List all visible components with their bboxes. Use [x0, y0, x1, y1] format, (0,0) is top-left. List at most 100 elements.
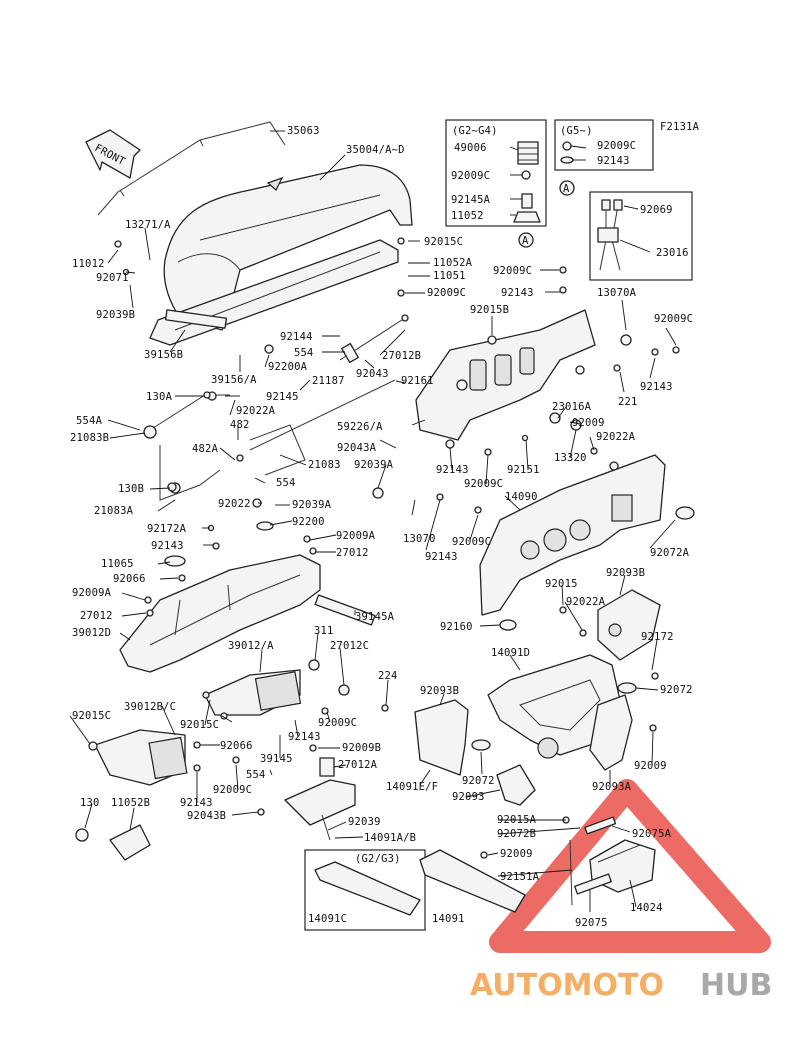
label-92022a-b: 92022A: [596, 431, 636, 443]
label-27012: 27012: [336, 547, 369, 559]
label-92172a: 92172A: [147, 523, 187, 535]
label-21083b: 21083B: [70, 432, 109, 444]
bolt-92009c-g5: [562, 141, 572, 151]
label-130: 130: [80, 797, 100, 809]
cap-11065: [164, 555, 186, 567]
label-13271: 13271/A: [125, 219, 171, 231]
glove-lid-39012a: [204, 669, 302, 716]
label-92015: 92015: [545, 578, 578, 590]
label-92039b: 92039B: [96, 309, 135, 321]
label-92043b: 92043B: [187, 810, 226, 822]
label-92009-b: 92009: [634, 760, 667, 772]
label-554-a: 554: [294, 347, 314, 359]
panel-14091ab: [284, 779, 356, 826]
label-14091ef: 14091E/F: [386, 781, 438, 793]
grommet-92072: [617, 682, 637, 694]
label-92015b: 92015B: [470, 304, 509, 316]
label-482a: 482A: [192, 443, 219, 455]
label-92009c-d: 92009C: [427, 287, 466, 299]
label-39156b: 39156B: [144, 349, 183, 361]
label-92072-b: 92072: [462, 775, 495, 787]
label-92200: 92200: [292, 516, 325, 528]
label-92009c-h: 92009C: [318, 717, 357, 729]
label-554-c: 554: [246, 769, 266, 781]
label-221: 221: [618, 396, 638, 408]
hinge-11052b: [75, 824, 151, 861]
label-23016a: 23016A: [552, 401, 592, 413]
label-92039a-b: 92039A: [292, 499, 332, 511]
label-92009c-a: 92009C: [451, 170, 490, 182]
label-92093b-b: 92093B: [420, 685, 459, 697]
label-27012b: 27012B: [382, 350, 421, 362]
part-number-labels: 35063 35004/A~D 49006 92009C 92009C 9214…: [70, 125, 693, 929]
label-92145: 92145: [266, 391, 299, 403]
cover-rod-35063: [97, 121, 286, 216]
label-14090: 14090: [505, 491, 538, 503]
label-92015c-a: 92015C: [424, 236, 463, 248]
meter-panel-59226: [415, 309, 596, 441]
label-92072a: 92072A: [650, 547, 690, 559]
label-92066-b: 92066: [220, 740, 253, 752]
label-11065: 11065: [101, 558, 134, 570]
spring-92145a: [521, 193, 533, 209]
label-92143-f: 92143: [425, 551, 458, 563]
label-92151: 92151: [507, 464, 540, 476]
label-92172: 92172: [641, 631, 674, 643]
glove-lid-39012bc: [94, 729, 188, 786]
label-92071: 92071: [96, 272, 129, 284]
label-92160: 92160: [440, 621, 473, 633]
label-39145: 39145: [260, 753, 293, 765]
callout-a-1: [518, 232, 534, 248]
box-g2-g3: [304, 849, 426, 931]
label-39156a: 39156/A: [211, 374, 257, 386]
label-13070a: 13070A: [597, 287, 637, 299]
label-27012c: 27012C: [330, 640, 369, 652]
label-14091c: 14091C: [308, 913, 347, 925]
label-21083a: 21083A: [94, 505, 134, 517]
label-92072: 92072: [660, 684, 693, 696]
label-92009b: 92009B: [342, 742, 381, 754]
label-92009c-c: 92009C: [493, 265, 532, 277]
label-13320: 13320: [554, 452, 587, 464]
label-92075: 92075: [575, 917, 608, 929]
box-g5-label: (G5~): [560, 125, 593, 137]
watermark-text-1: AUTOMOTO: [470, 968, 664, 1003]
label-39012bc: 39012B/C: [124, 701, 176, 713]
label-130a: 130A: [146, 391, 173, 403]
label-35004: 35004/A~D: [346, 144, 405, 156]
callout-a-2-label: A: [563, 183, 570, 195]
label-27012a: 27012A: [338, 759, 378, 771]
label-92143-h: 92143: [180, 797, 213, 809]
label-92143-g: 92143: [288, 731, 321, 743]
label-92144: 92144: [280, 331, 313, 343]
washer-92143-g5: [560, 156, 574, 164]
bracket-92093b-right: [597, 589, 661, 661]
label-554-b: 554: [276, 477, 296, 489]
washer-92200: [256, 521, 274, 531]
label-92161: 92161: [401, 375, 434, 387]
label-92075a: 92075A: [632, 828, 672, 840]
watermark-text-2: HUB: [700, 968, 772, 1003]
label-92143-a: 92143: [597, 155, 630, 167]
label-92009c-e: 92009C: [654, 313, 693, 325]
label-14024: 14024: [630, 902, 663, 914]
label-92009-a: 92009: [572, 417, 605, 429]
watermark-triangle: [489, 779, 771, 953]
grommet-92160: [499, 619, 517, 631]
label-92043: 92043: [356, 368, 389, 380]
label-92009c-g: 92009C: [452, 536, 491, 548]
spring-49006: [517, 141, 539, 165]
box-23016: [589, 191, 693, 281]
bracket-92093: [496, 764, 536, 806]
label-92022: 92022: [218, 498, 251, 510]
box-g2-g4-label: (G2~G4): [452, 125, 498, 137]
rubber-39156b: [164, 309, 228, 329]
label-92066-a: 92066: [113, 573, 146, 585]
arm-21083: [249, 424, 306, 476]
label-49006: 49006: [454, 142, 487, 154]
bracket-92093a: [589, 694, 633, 771]
pad-92075: [574, 873, 612, 895]
label-92145a: 92145A: [451, 194, 491, 206]
label-11052b: 11052B: [111, 797, 150, 809]
